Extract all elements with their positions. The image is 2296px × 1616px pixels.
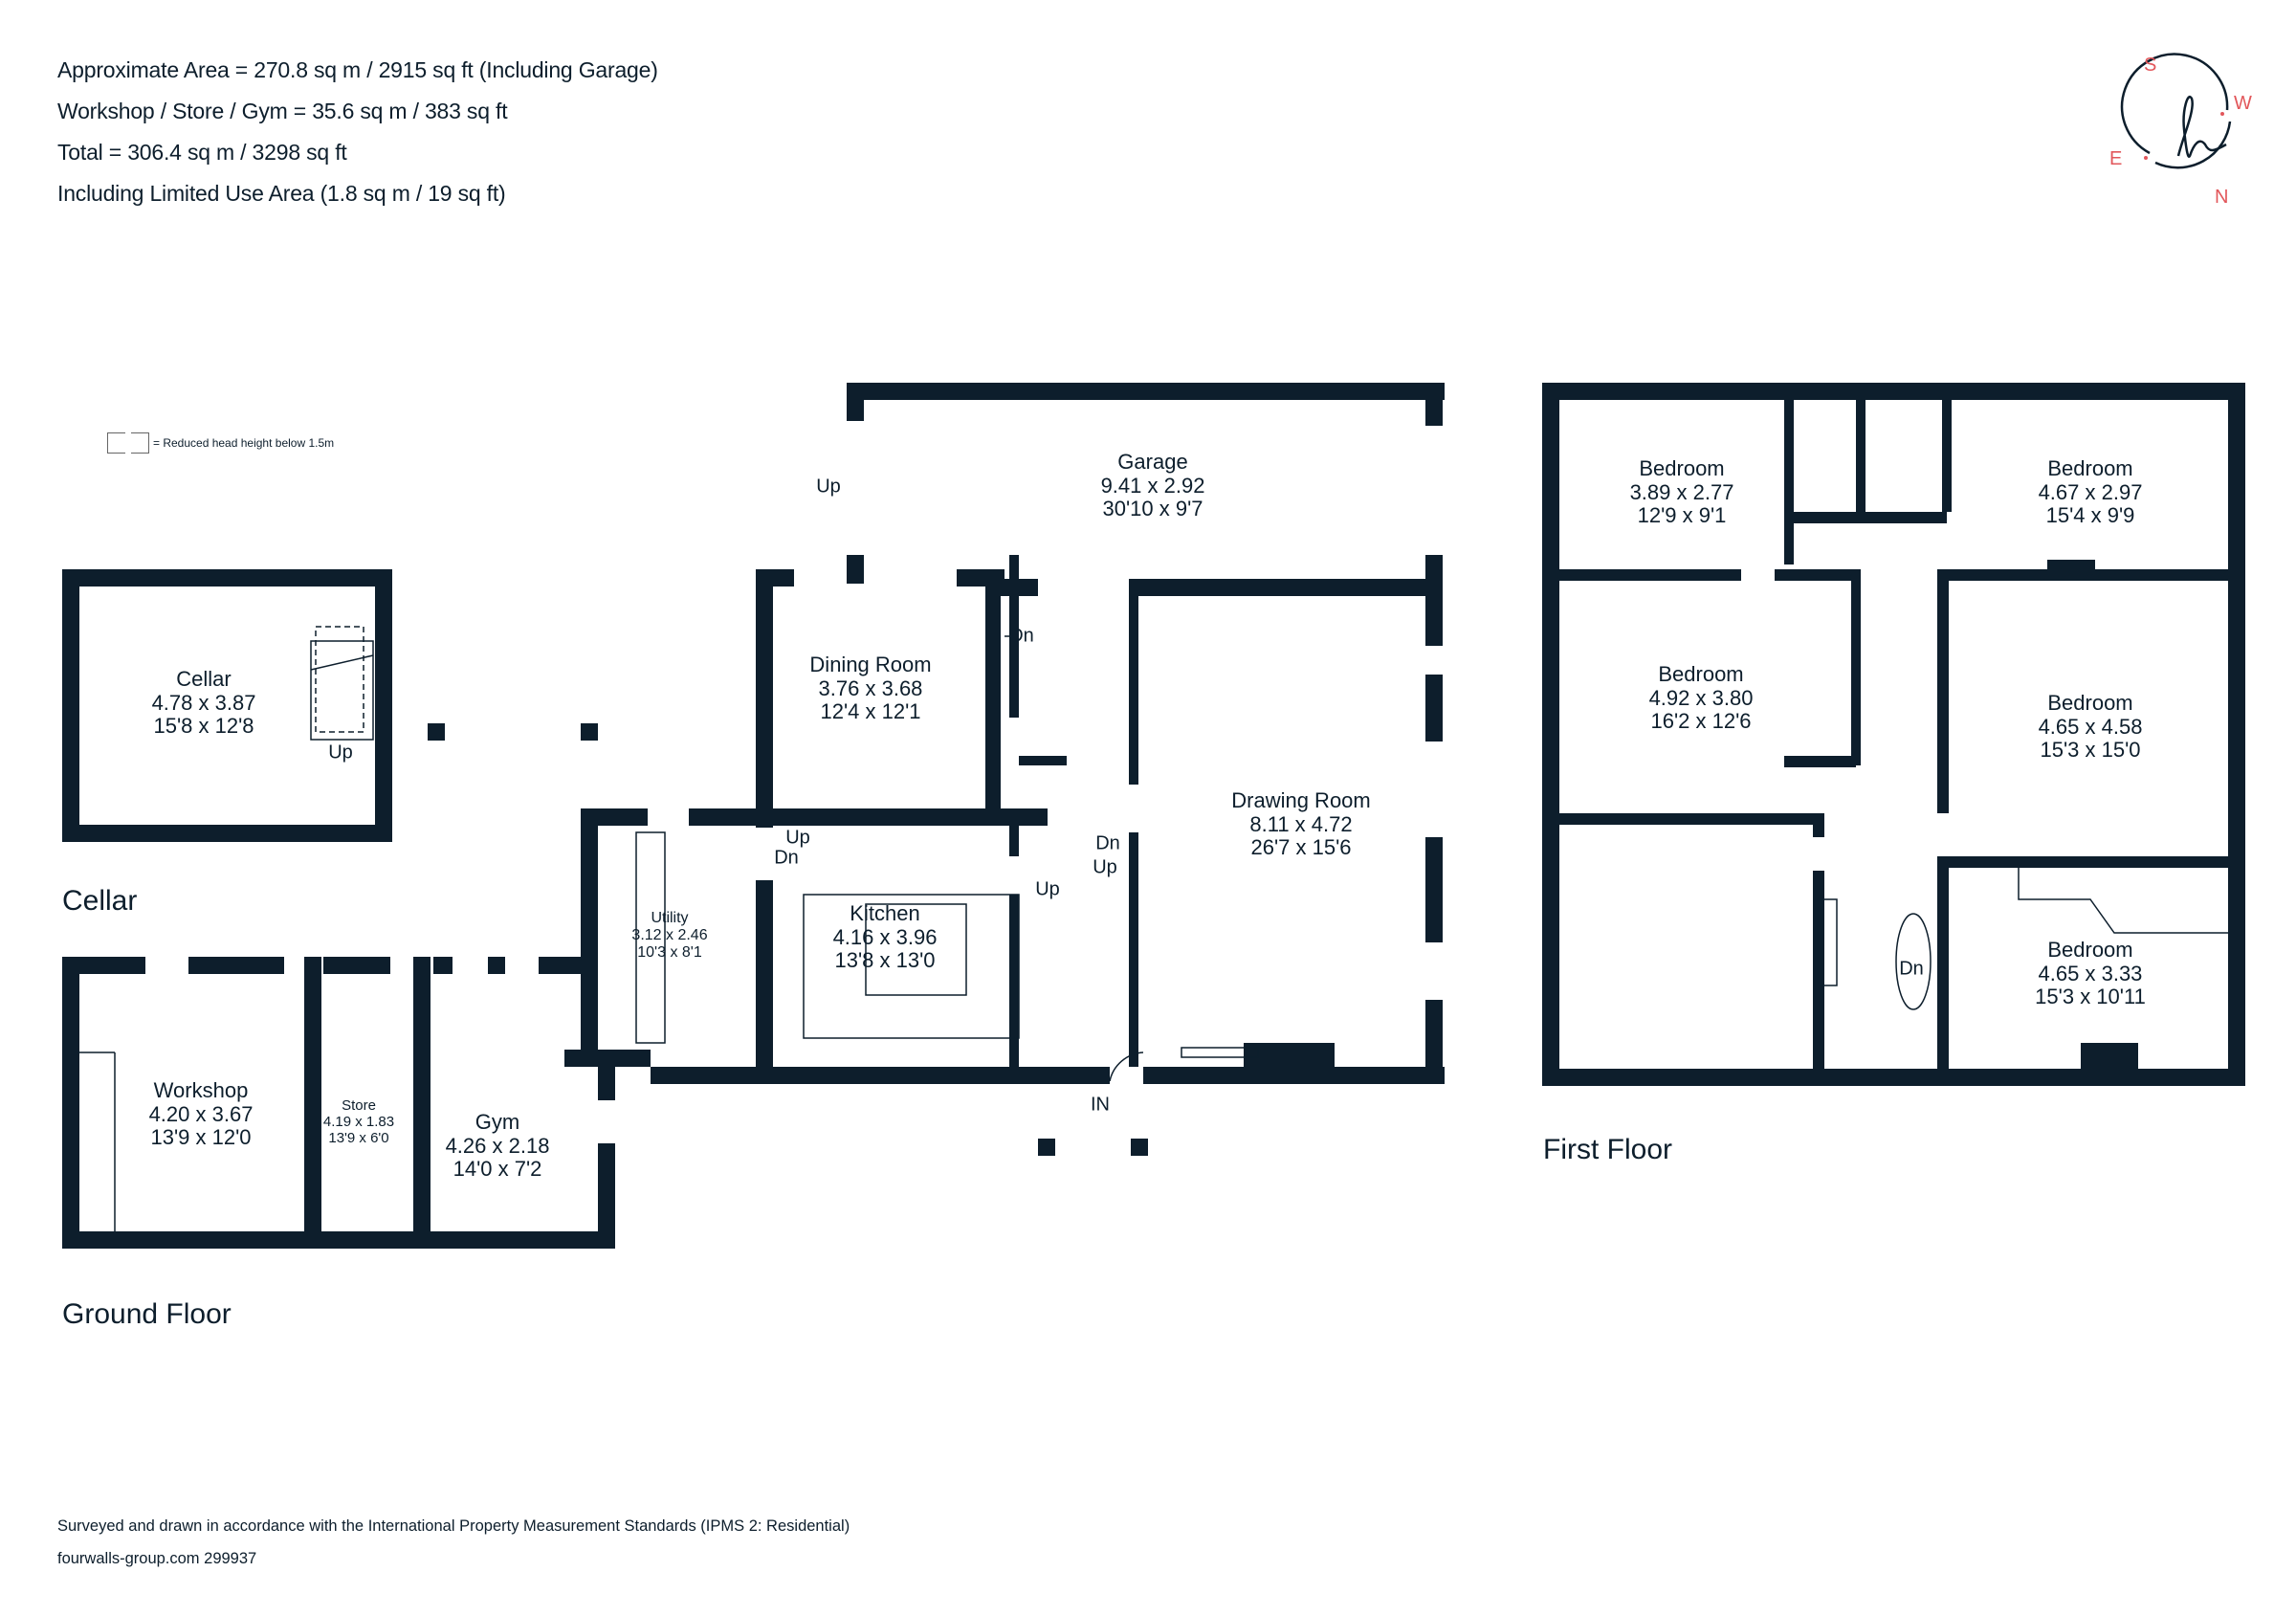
room-kitchen: Kitchen 4.16 x 3.96 13'8 x 13'0	[832, 901, 938, 973]
hall-up-label: Up	[1093, 856, 1117, 878]
reduced-head-height-icon	[107, 432, 149, 454]
room-cellar: Cellar 4.78 x 3.87 15'8 x 12'8	[151, 667, 256, 739]
compass-east: E	[2109, 148, 2123, 169]
room-workshop: Workshop 4.20 x 3.67 13'9 x 12'0	[148, 1078, 254, 1150]
footer: Surveyed and drawn in accordance with th…	[57, 1510, 850, 1575]
compass-south: S	[2144, 55, 2157, 76]
room-bedroom-1: Bedroom 3.89 x 2.77 12'9 x 9'1	[1629, 456, 1734, 528]
hall-down-label: Dn	[1095, 832, 1120, 854]
room-bedroom-4: Bedroom 4.65 x 4.58 15'3 x 15'0	[2038, 691, 2143, 763]
area-line-approximate: Approximate Area = 270.8 sq m / 2915 sq …	[57, 57, 658, 82]
legend-text: = Reduced head height below 1.5m	[153, 436, 335, 450]
compass-west: W	[2234, 93, 2252, 114]
kitchen-stairs-up-label: Up	[785, 827, 810, 849]
cellar-wall	[62, 569, 392, 587]
area-summary: Approximate Area = 270.8 sq m / 2915 sq …	[57, 50, 658, 214]
room-store: Store 4.19 x 1.83 13'9 x 6'0	[322, 1096, 395, 1146]
cellar-stairs-up-label: Up	[328, 742, 353, 764]
first-floor-stairs-down-label: Dn	[1899, 958, 1924, 980]
room-utility: Utility 3.12 x 2.46 10'3 x 8'1	[631, 910, 708, 961]
room-bedroom-2: Bedroom 4.67 x 2.97 15'4 x 9'9	[2038, 456, 2143, 528]
area-line-limited-use: Including Limited Use Area (1.8 sq m / 1…	[57, 181, 506, 206]
room-drawing: Drawing Room 8.11 x 4.72 26'7 x 15'6	[1231, 788, 1371, 860]
reference-link: fourwalls-group.com 299937	[57, 1550, 257, 1567]
area-line-total: Total = 306.4 sq m / 3298 sq ft	[57, 140, 347, 165]
entrance-label: IN	[1091, 1094, 1110, 1116]
legend: = Reduced head height below 1.5m	[107, 432, 334, 454]
room-bedroom-3: Bedroom 4.92 x 3.80 16'2 x 12'6	[1648, 662, 1754, 734]
logo-circle-icon	[2120, 53, 2232, 169]
pillar	[428, 723, 445, 741]
hall-stairs-down-label: Dn	[1009, 625, 1034, 647]
main-stairs-up-label: Up	[1035, 878, 1060, 900]
room-garage: Garage 9.41 x 2.92 30'10 x 9'7	[1100, 450, 1205, 521]
area-line-outbuildings: Workshop / Store / Gym = 35.6 sq m / 383…	[57, 99, 508, 123]
room-bedroom-5: Bedroom 4.65 x 3.33 15'3 x 10'11	[2035, 938, 2146, 1009]
floor-label-first: First Floor	[1543, 1134, 1672, 1165]
room-gym: Gym 4.26 x 2.18 14'0 x 7'2	[445, 1110, 550, 1182]
pillar	[581, 723, 598, 741]
floor-label-cellar: Cellar	[62, 885, 138, 917]
compass-logo: S W E N	[2100, 53, 2272, 215]
room-dining: Dining Room 3.76 x 3.68 12'4 x 12'1	[809, 653, 932, 724]
compass-north: N	[2215, 187, 2229, 208]
garage-stairs-up-label: Up	[816, 476, 841, 498]
kitchen-stairs-down-label: Dn	[774, 847, 799, 869]
measurement-standard-note: Surveyed and drawn in accordance with th…	[57, 1517, 850, 1535]
floor-label-ground: Ground Floor	[62, 1298, 232, 1330]
